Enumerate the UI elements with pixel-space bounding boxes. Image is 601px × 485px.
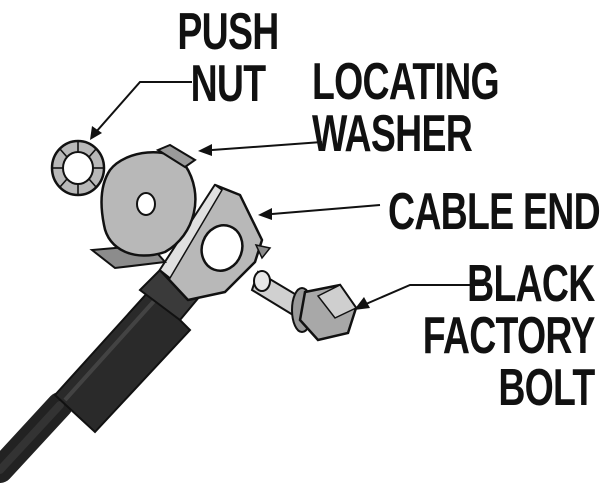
cable-end-label: CABLE END — [388, 183, 601, 241]
push-nut-label: PUSH NUT — [170, 6, 285, 110]
black-factory-bolt-label-line-2: FACTORY — [423, 307, 595, 365]
locating-washer-label-line-1: LOCATING — [312, 53, 500, 111]
locating-washer-label: LOCATING WASHER — [312, 53, 500, 163]
leader-lines — [90, 81, 484, 310]
locating-washer-label-line-2: WASHER — [312, 105, 473, 163]
leader-push-nut — [95, 81, 192, 133]
black-factory-bolt-label-line-3: BOLT — [498, 359, 596, 417]
leader-cable-end — [271, 204, 381, 215]
push-nut — [50, 139, 106, 197]
push-nut-label-line-1: PUSH — [177, 3, 279, 61]
black-factory-bolt-label-line-1: BLACK — [467, 255, 596, 313]
locating-washer — [89, 143, 197, 270]
cable-end-lug — [158, 183, 272, 302]
cable-end-label-line-1: CABLE END — [388, 183, 601, 241]
black-factory-bolt-label: BLACK FACTORY BOLT — [423, 258, 595, 414]
cable — [0, 253, 207, 483]
leader-black-factory-bolt — [365, 284, 484, 305]
leader-locating-washer — [211, 141, 323, 151]
black-factory-bolt — [250, 270, 358, 342]
push-nut-label-line-2: NUT — [190, 55, 267, 113]
